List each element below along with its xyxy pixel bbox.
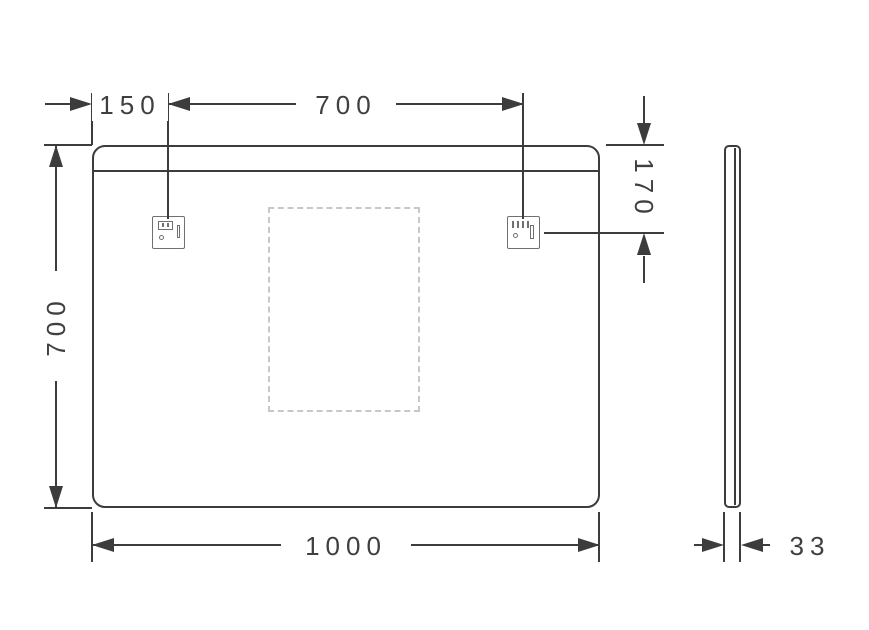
side-view-glass-line [734,148,736,505]
arrowhead-right-icon [702,538,724,552]
bracket-detail [512,221,514,228]
dim-line [643,256,645,283]
arrowhead-left-icon [92,538,114,552]
arrowhead-left-icon [168,97,190,111]
extension-line [606,144,664,146]
light-strip-line [94,170,598,172]
bracket-detail [167,223,169,227]
extension-line [544,232,664,234]
bracket-screw-hole [159,235,164,240]
bracket-slot [177,225,180,238]
bracket-detail [527,221,529,228]
extension-line [598,512,600,562]
dim-label-700-top: 700 [296,89,396,121]
dim-label-150: 150 [92,89,168,121]
dim-label-1000: 1000 [281,530,411,562]
arrowhead-up-icon [637,233,651,255]
arrowhead-right-icon [502,97,524,111]
dim-line [763,544,774,546]
bracket-detail [517,221,519,228]
extension-line [44,144,92,146]
dim-label-700-left: 700 [40,271,72,381]
mirror-outline [92,145,600,508]
extension-line [167,93,169,219]
bracket-screw-hole [513,233,518,238]
side-view-outline [724,145,741,508]
arrowhead-down-icon [637,123,651,145]
arrowhead-down-icon [49,486,63,508]
dim-label-33: 33 [770,530,850,562]
bracket-detail [162,223,164,227]
arrowhead-left-icon [741,538,763,552]
dashed-area-outline [268,207,420,412]
arrowhead-right-icon [578,538,600,552]
bracket-detail [522,221,524,228]
arrowhead-up-icon [49,145,63,167]
dim-label-170: 170 [628,149,660,229]
extension-line [723,512,725,562]
mounting-bracket-right [507,216,540,249]
dim-line [694,544,703,546]
extension-line [522,93,524,219]
extension-line [91,512,93,562]
arrowhead-right-icon [70,97,92,111]
dim-line [643,96,645,123]
extension-line [739,512,741,562]
dim-line [45,103,71,105]
extension-line [44,507,92,509]
bracket-plate [158,221,173,230]
mounting-bracket-left [152,216,185,249]
bracket-slot [530,225,534,239]
